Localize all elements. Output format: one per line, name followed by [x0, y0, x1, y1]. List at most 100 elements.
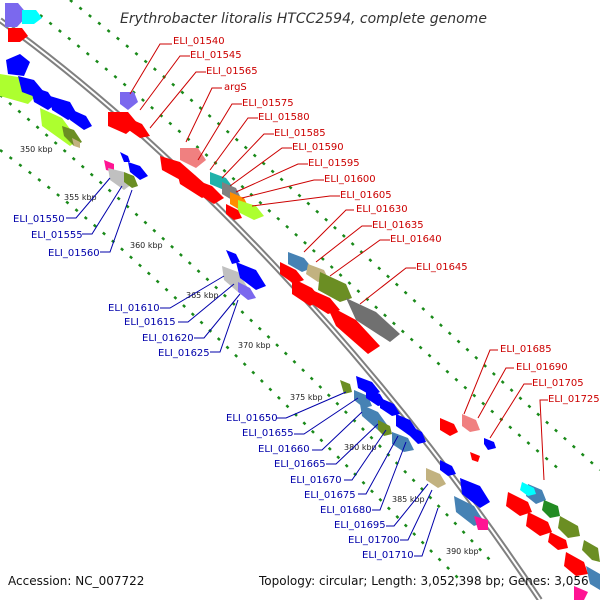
gene-block	[574, 586, 588, 600]
gene-block	[542, 500, 560, 518]
gene-label-reverse: ELI_01670	[290, 475, 342, 486]
gene-block	[288, 252, 312, 272]
tick-label: 385 kbp	[392, 495, 425, 504]
map-title: Erythrobacter litoralis HTCC2594, comple…	[120, 11, 487, 27]
gene-block	[564, 552, 588, 576]
gene-label-reverse: ELI_01680	[320, 505, 372, 516]
gene-label-forward: ELI_01685	[500, 344, 552, 355]
gene-block	[196, 180, 224, 204]
gene-label-forward: ELI_01605	[340, 190, 392, 201]
gene-block	[462, 414, 480, 432]
gene-label-forward: ELI_01580	[258, 112, 310, 123]
gene-block	[68, 108, 92, 130]
gene-block	[378, 420, 392, 436]
gene-label-reverse: ELI_01555	[31, 230, 83, 241]
gene-label-forward: ELI_01600	[324, 174, 376, 185]
gene-block	[356, 376, 380, 396]
gene-block	[506, 492, 532, 516]
gene-label-forward: ELI_01545	[190, 50, 242, 61]
gene-label-forward: ELI_01690	[516, 362, 568, 373]
gene-label-forward: ELI_01590	[292, 142, 344, 153]
dotted-track-outer-1	[39, 14, 561, 471]
gene-label-forward: ELI_01725	[548, 394, 600, 405]
tick-labels: 350 kbp 355 kbp 360 kbp 365 kbp 370 kbp …	[20, 145, 479, 556]
gene-block	[124, 172, 138, 188]
gene-block	[72, 138, 80, 148]
tick-label: 360 kbp	[130, 241, 163, 250]
gene-block	[326, 304, 380, 354]
dotted-track-inner-1	[0, 94, 491, 561]
forward-labels: ELI_01540 ELI_01545 ELI_01565 argS ELI_0…	[173, 36, 600, 405]
gene-label-reverse: ELI_01650	[226, 413, 278, 424]
gene-label-reverse: ELI_01655	[242, 428, 294, 439]
tick-label: 380 kbp	[344, 443, 377, 452]
gene-block	[380, 398, 400, 416]
gene-block	[8, 28, 28, 42]
gene-label-forward: ELI_01565	[206, 66, 258, 77]
gene-block	[124, 116, 150, 138]
accession-text: Accession: NC_007722	[8, 574, 144, 588]
gene-block	[354, 390, 372, 408]
dotted-track-outer-2	[69, 0, 600, 471]
gene-block	[0, 74, 36, 104]
gene-block	[484, 438, 496, 450]
gene-block	[410, 426, 426, 444]
gene-label-reverse: ELI_01700	[348, 535, 400, 546]
gene-block	[346, 298, 400, 342]
gene-block	[548, 532, 568, 550]
tick-label: 375 kbp	[290, 393, 323, 402]
gene-block	[280, 262, 304, 284]
gene-block	[340, 380, 352, 394]
gene-block	[426, 468, 446, 488]
gene-block	[22, 10, 42, 24]
gene-block	[30, 86, 56, 110]
gene-block	[520, 482, 536, 496]
gene-label-forward: ELI_01645	[416, 262, 468, 273]
gene-block	[440, 418, 458, 436]
gene-block	[226, 250, 240, 264]
gene-block	[236, 262, 266, 290]
gene-label-reverse: ELI_01610	[108, 303, 160, 314]
gene-label-forward: ELI_01585	[274, 128, 326, 139]
gene-label-forward: argS	[224, 82, 247, 93]
dotted-tracks	[0, 0, 600, 581]
gene-block	[238, 200, 264, 220]
gene-label-forward: ELI_01705	[532, 378, 584, 389]
gene-block	[470, 452, 480, 462]
gene-block	[238, 282, 256, 300]
gene-label-reverse: ELI_01550	[13, 214, 65, 225]
gene-block	[180, 148, 206, 168]
gene-label-forward: ELI_01635	[372, 220, 424, 231]
gene-block	[460, 478, 490, 508]
reverse-genes	[0, 54, 490, 530]
gene-label-reverse: ELI_01660	[258, 444, 310, 455]
gene-block	[586, 566, 600, 590]
gene-block	[318, 272, 352, 302]
gene-label-reverse: ELI_01710	[362, 550, 414, 561]
tick-label: 390 kbp	[446, 547, 479, 556]
gene-label-forward: ELI_01575	[242, 98, 294, 109]
gene-block	[6, 54, 30, 76]
tick-label: 365 kbp	[186, 291, 219, 300]
gene-label-forward: ELI_01640	[390, 234, 442, 245]
gene-block	[120, 152, 130, 162]
gene-block	[474, 516, 488, 530]
forward-genes	[5, 3, 600, 600]
tick-label: 350 kbp	[20, 145, 53, 154]
gene-block	[226, 204, 242, 220]
reverse-leaders	[66, 177, 439, 557]
gene-label-reverse: ELI_01625	[158, 348, 210, 359]
gene-label-forward: ELI_01540	[173, 36, 225, 47]
tick-label: 370 kbp	[238, 341, 271, 350]
gene-block	[108, 168, 132, 190]
gene-label-reverse: ELI_01675	[304, 490, 356, 501]
topology-text: Topology: circular; Length: 3,052,398 bp…	[258, 574, 589, 588]
gene-label-reverse: ELI_01620	[142, 333, 194, 344]
gene-label-reverse: ELI_01615	[124, 317, 176, 328]
gene-block	[526, 512, 552, 536]
gene-label-forward: ELI_01630	[356, 204, 408, 215]
reverse-labels: ELI_01550 ELI_01555 ELI_01560 ELI_01610 …	[13, 214, 414, 561]
gene-block	[558, 516, 580, 538]
gene-label-reverse: ELI_01695	[334, 520, 386, 531]
forward-leaders	[129, 43, 548, 481]
